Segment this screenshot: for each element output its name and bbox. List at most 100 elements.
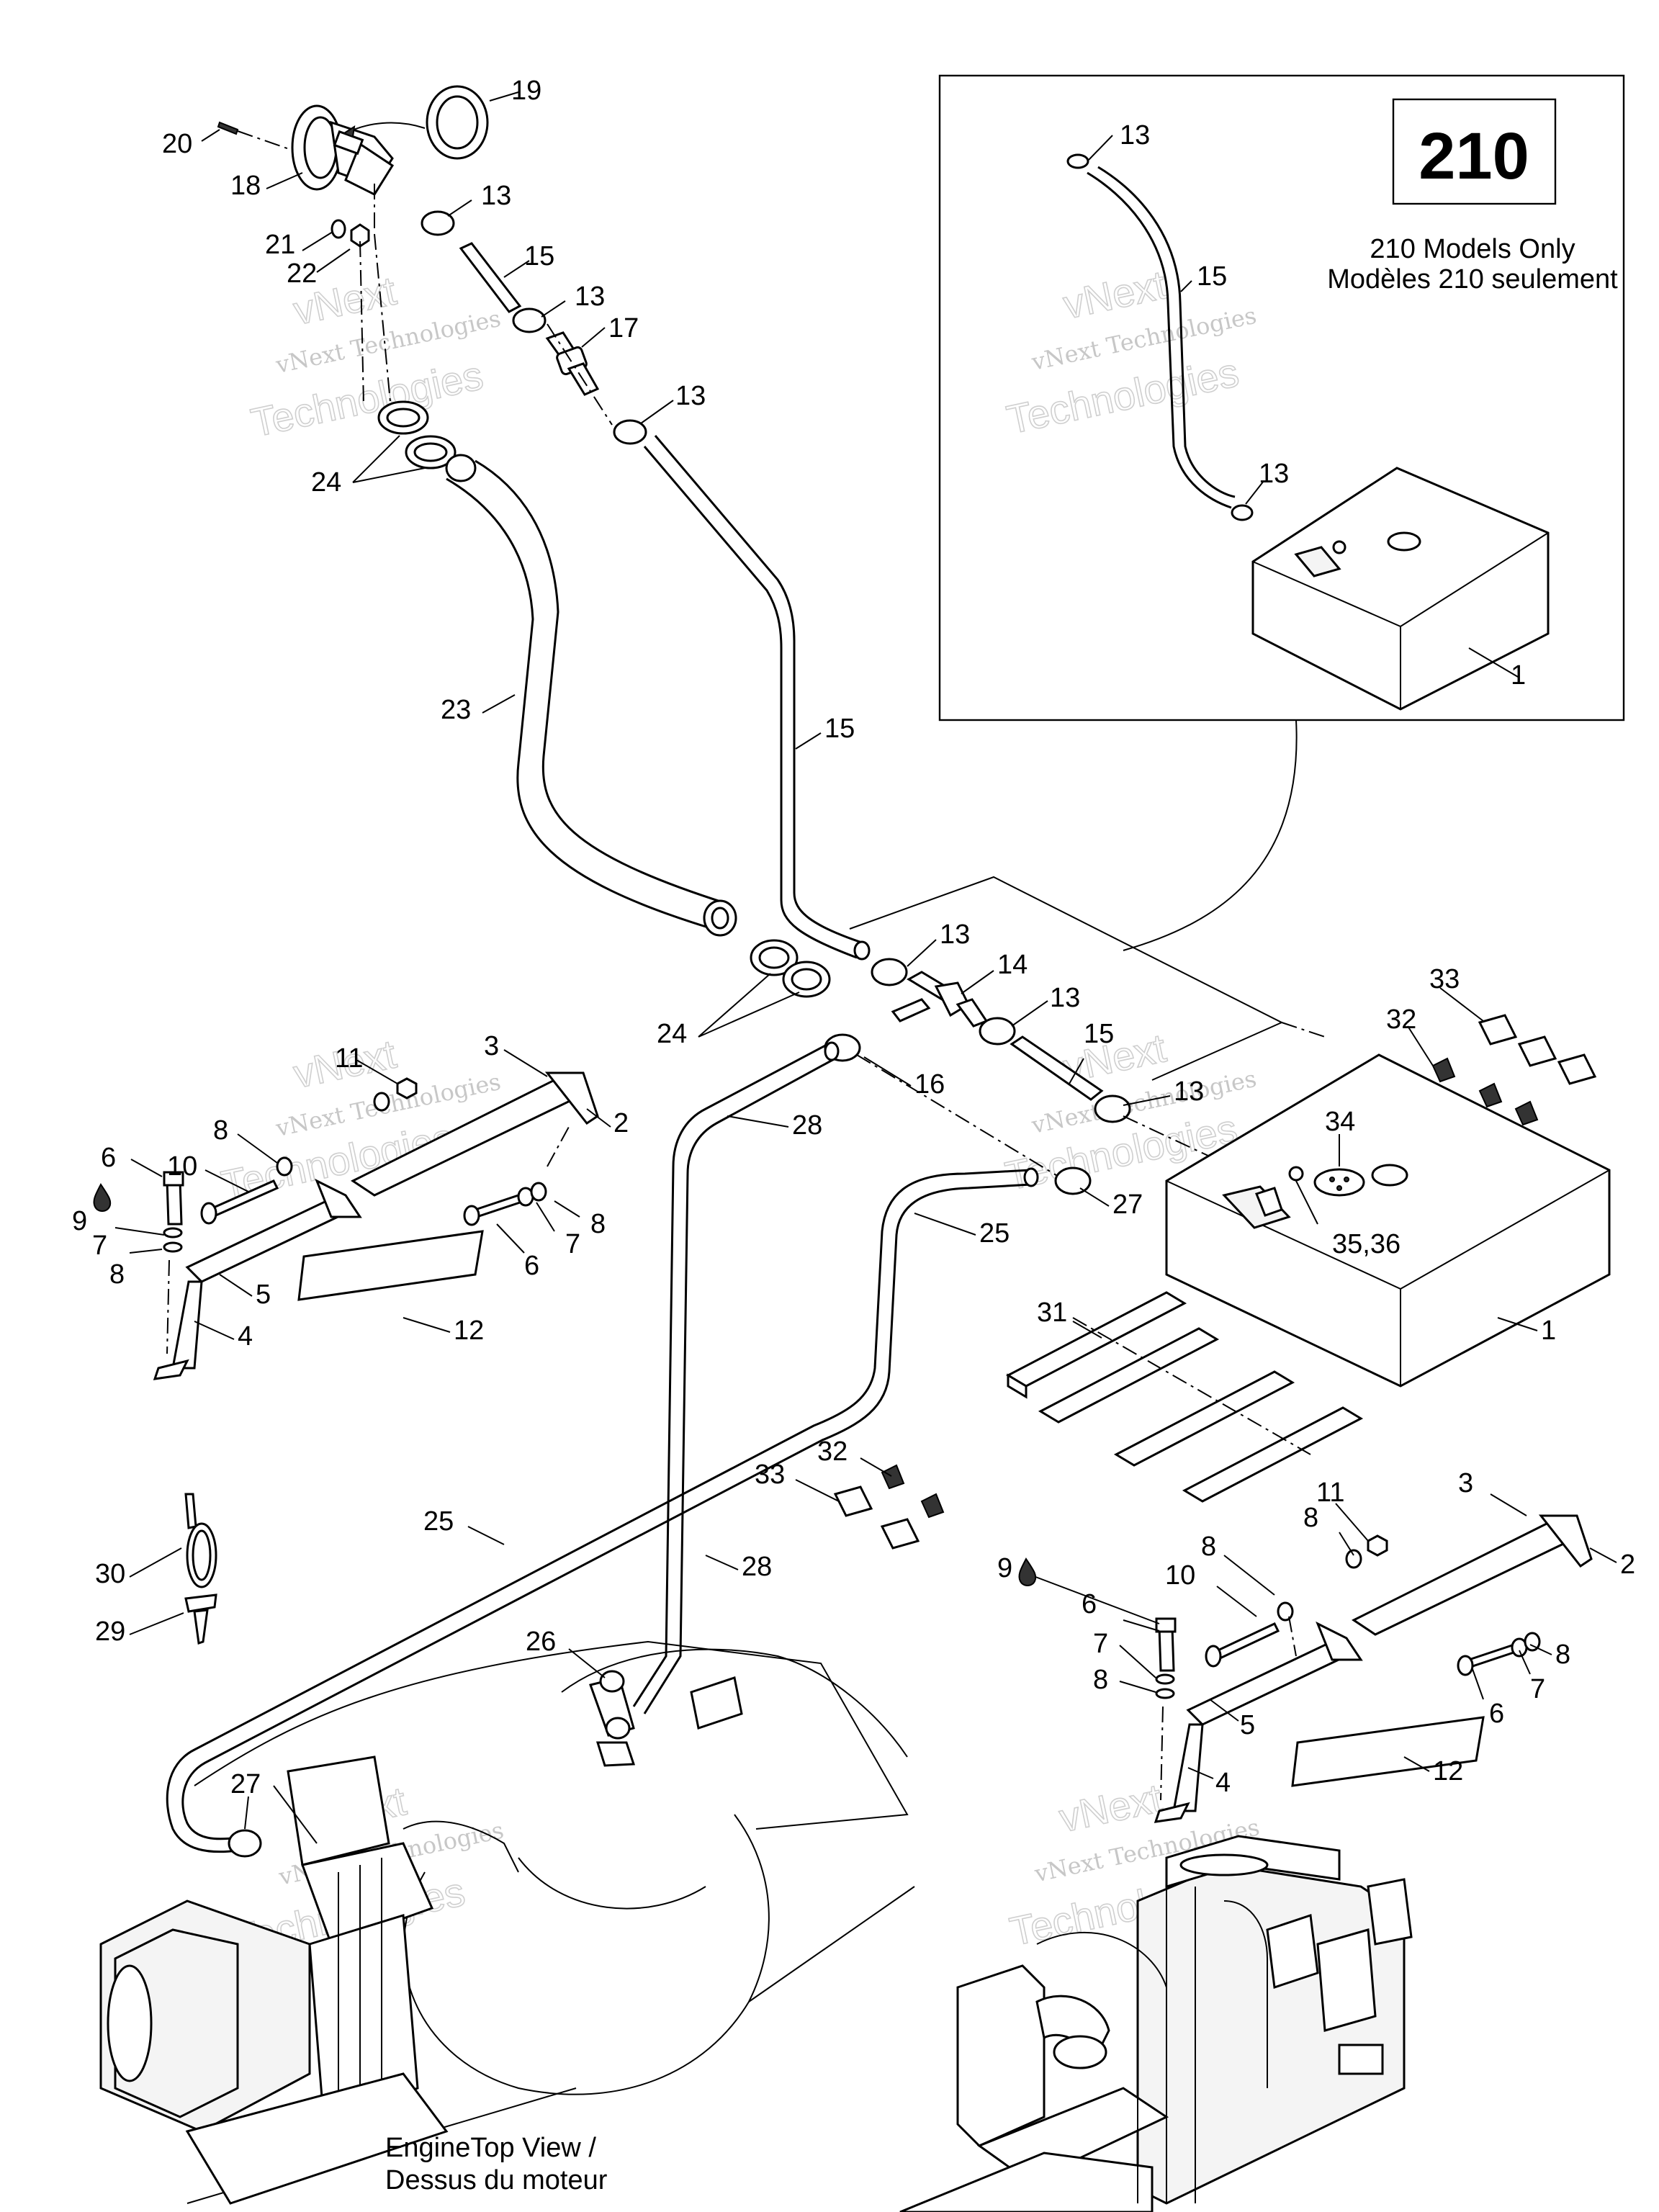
callout-label: 26 (526, 1627, 556, 1657)
callout-label: 2 (613, 1108, 629, 1138)
callout-label: 6 (1082, 1589, 1097, 1619)
callout-label: 22 (287, 258, 317, 289)
callout-label: 27 (230, 1769, 261, 1799)
callout-label: 1 (1511, 660, 1526, 691)
leader-lines (114, 91, 1617, 1830)
callout-label: 6 (1489, 1699, 1504, 1729)
callout-label: 33 (1429, 964, 1460, 994)
callout-label: 5 (1240, 1710, 1255, 1740)
callout-label: 13 (940, 920, 970, 950)
callout-label: 24 (657, 1019, 687, 1049)
callout-label: 4 (1215, 1768, 1231, 1798)
callout-label: 33 (755, 1460, 785, 1490)
callout-label: 9 (72, 1206, 87, 1236)
callout-label: 7 (565, 1229, 580, 1259)
callout-label: 27 (1112, 1190, 1143, 1220)
strap-assembly-right (1154, 1514, 1593, 1823)
callout-label: 35,36 (1332, 1229, 1401, 1259)
callout-label: 7 (1530, 1674, 1545, 1704)
callout-label: 4 (238, 1321, 253, 1352)
callout-label: 11 (335, 1043, 363, 1074)
callout-label: 6 (101, 1143, 116, 1173)
callout-label: 34 (1325, 1107, 1355, 1137)
callout-label: 17 (608, 313, 639, 343)
filler-neck-assembly (217, 85, 489, 426)
inset-caption-fr: Modèles 210 seulement (1327, 264, 1618, 295)
callout-label: 12 (1433, 1756, 1463, 1786)
callout-labels: 20 18 19 13 21 22 15 13 17 13 24 13 15 1… (72, 76, 1635, 1799)
lower-engine-area (99, 1640, 1413, 2212)
drop-icon (1018, 1557, 1037, 1586)
callout-label: 32 (1386, 1004, 1416, 1035)
callout-label: 20 (162, 129, 192, 159)
callout-label: 13 (675, 381, 706, 411)
callout-label: 13 (481, 181, 511, 211)
callout-label: 15 (824, 714, 855, 744)
clamps-24-top (377, 400, 457, 469)
callout-label: 24 (311, 467, 341, 498)
vent-line-top (421, 210, 647, 445)
callout-label: 29 (95, 1617, 125, 1647)
callout-label: 5 (256, 1280, 271, 1310)
callout-label: 8 (1201, 1532, 1216, 1562)
strap-assembly-left (153, 1071, 599, 1380)
callout-label: 15 (1084, 1019, 1114, 1049)
callout-label: 13 (1174, 1076, 1204, 1107)
callout-label: 15 (1197, 261, 1227, 292)
callout-label: 8 (1093, 1665, 1108, 1695)
inset-model-code: 210 (1419, 120, 1529, 193)
vent-hose-15-long (643, 435, 871, 961)
callout-label: 8 (1555, 1640, 1570, 1670)
hull-outline (849, 719, 1326, 1081)
callout-label: 25 (979, 1218, 1010, 1249)
callout-label: 2 (1620, 1550, 1635, 1580)
callout-label: 19 (511, 76, 541, 106)
callout-label: 6 (524, 1251, 539, 1281)
callout-label: 7 (1093, 1629, 1108, 1659)
callout-label: 10 (167, 1151, 197, 1182)
clamps-24-middle (750, 939, 831, 998)
callout-label: 13 (575, 282, 605, 312)
callout-label: 21 (265, 230, 295, 260)
callout-label: 11 (1316, 1478, 1344, 1508)
watermark-line2: vNext (1056, 1775, 1166, 1840)
callout-label: 3 (1458, 1468, 1473, 1498)
callout-label: 1 (1541, 1316, 1556, 1346)
callout-label: 7 (92, 1231, 107, 1261)
engine-caption-line1: EngineTop View / (385, 2133, 596, 2163)
tank-hold-blocks-middle (833, 1464, 945, 1550)
callout-label: 23 (441, 695, 471, 725)
cable-tie-and-screw (184, 1493, 217, 1645)
callout-label: 3 (484, 1031, 499, 1061)
callout-label: 18 (230, 171, 261, 201)
callout-label: 9 (997, 1553, 1012, 1583)
callout-label: 12 (454, 1316, 484, 1346)
callout-label: 28 (742, 1552, 772, 1582)
fill-hose-23 (445, 454, 737, 937)
callout-label: 10 (1165, 1560, 1195, 1591)
tank-hold-blocks-top (1431, 1014, 1597, 1126)
callout-label: 32 (817, 1437, 848, 1467)
callout-label: 13 (1259, 459, 1289, 489)
callout-label: 16 (914, 1069, 945, 1100)
watermark-line2: vNext (1059, 261, 1170, 327)
callout-label: 14 (997, 950, 1028, 980)
callout-label: 31 (1037, 1298, 1067, 1328)
drop-icon (93, 1183, 112, 1212)
callout-label: 13 (1120, 120, 1150, 150)
inset-210-models: 210 210 Models Only Modèles 210 seulemen… (938, 74, 1625, 721)
foam-pads-31 (1005, 1291, 1364, 1503)
inset-caption-en: 210 Models Only (1370, 234, 1575, 264)
callout-label: 15 (524, 241, 554, 271)
engine-caption-line2: Dessus du moteur (385, 2165, 608, 2195)
hose-28-25 (166, 1041, 1092, 1853)
callout-label: 8 (1303, 1503, 1318, 1533)
tee-fitting-group (824, 958, 1232, 1182)
callout-label: 8 (213, 1115, 228, 1146)
callout-label: 8 (590, 1209, 606, 1239)
callout-label: 30 (95, 1559, 125, 1589)
callout-label: 8 (109, 1259, 125, 1290)
callout-label: 13 (1050, 983, 1080, 1013)
main-fuel-tank (1165, 1053, 1611, 1388)
